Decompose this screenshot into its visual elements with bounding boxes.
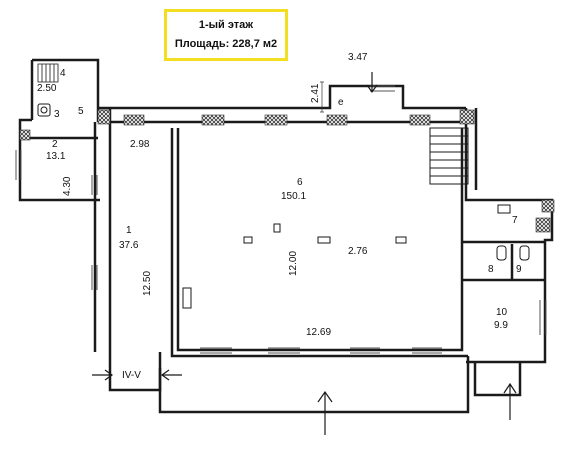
room-10-area: 9.9 — [494, 320, 508, 331]
room-4-number: 4 — [60, 68, 66, 79]
room-8-number: 8 — [488, 264, 494, 275]
room-2-number: 2 — [52, 139, 58, 150]
label-e: e — [338, 97, 344, 108]
staircase-northeast — [429, 127, 469, 185]
room-7-number: 7 — [512, 215, 518, 226]
room-1-area: 37.6 — [119, 240, 139, 251]
dim-3-47: 3.47 — [348, 52, 368, 63]
dim-2-41: 2.41 — [310, 83, 321, 103]
dim-4-30: 4.30 — [62, 176, 73, 196]
floor-title: 1-ый этаж — [198, 19, 254, 31]
dimension-lines — [320, 81, 324, 113]
entry-arrow-southeast — [503, 382, 517, 420]
room-3-number: 3 — [54, 109, 60, 120]
room-6-number: 6 — [297, 177, 303, 188]
title-box: 1-ый этаж Площадь: 228,7 м2 — [164, 9, 288, 61]
dim-12-69: 12.69 — [306, 327, 331, 338]
room-10-number: 10 — [496, 307, 508, 318]
area-title: Площадь: 228,7 м2 — [174, 38, 278, 50]
dim-2-76: 2.76 — [348, 246, 368, 257]
walls — [18, 58, 554, 414]
entry-arrow-top — [366, 72, 378, 94]
room-9-number: 9 — [516, 264, 522, 275]
hatched-elements — [19, 109, 555, 233]
entry-arrow-south — [317, 390, 333, 435]
hall-columns — [182, 223, 407, 309]
dim-2-50: 2.50 — [37, 83, 57, 94]
room-6-area: 150.1 — [281, 191, 306, 202]
dim-12-50: 12.50 — [142, 271, 153, 296]
entry-arrow-stair — [92, 369, 182, 381]
dim-12-00: 12.00 — [288, 251, 299, 276]
room-1-number: 1 — [126, 225, 132, 236]
room-5-number: 5 — [78, 106, 84, 117]
staircase-room-4 — [37, 63, 59, 83]
room-labels: 4 2.50 3 5 2 13.1 4.30 2.98 1 37.6 12.50… — [37, 52, 522, 381]
sanitary-fixtures — [37, 103, 530, 261]
windows — [15, 85, 547, 354]
stair-label: IV-V — [122, 370, 141, 381]
dim-2-98: 2.98 — [130, 139, 150, 150]
room-2-area: 13.1 — [46, 151, 66, 162]
